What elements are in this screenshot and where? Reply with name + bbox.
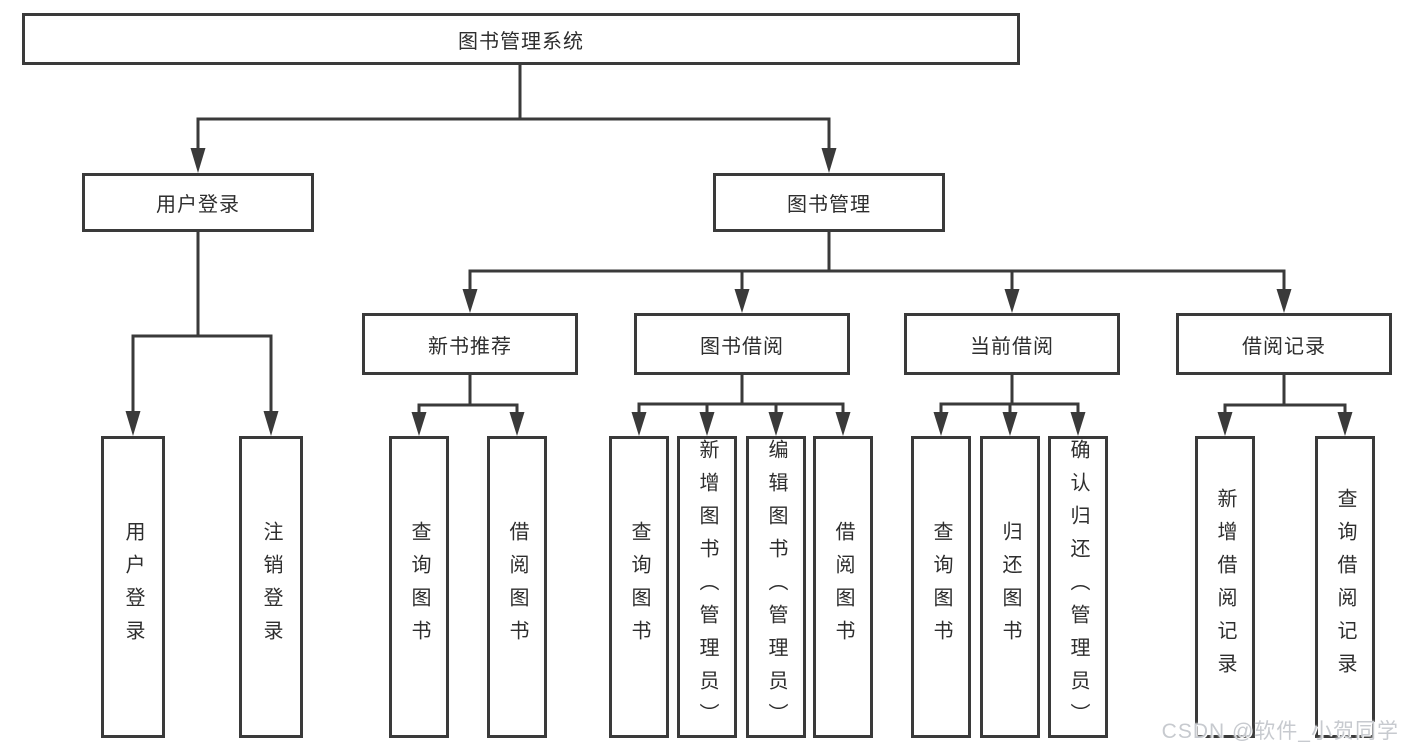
arrowhead-down-icon [1004, 289, 1020, 313]
node-label: 编辑图书（管理员） [765, 438, 787, 736]
node-label: 借阅图书 [506, 521, 528, 653]
node-label: 查询图书 [930, 521, 952, 653]
node-leaf-add-borrow-record: 新增借阅记录 [1195, 436, 1255, 738]
connector-record-group [1217, 375, 1353, 436]
node-user-login: 用户登录 [82, 173, 314, 232]
arrowhead-down-icon [411, 412, 427, 436]
node-label: 新增借阅记录 [1214, 488, 1236, 686]
connector-login-group [125, 232, 279, 436]
node-label: 查询图书 [628, 521, 650, 653]
arrowhead-down-icon [263, 411, 279, 436]
arrowhead-down-icon [835, 412, 851, 436]
arrowhead-down-icon [768, 412, 784, 436]
connector-borrow-group [631, 375, 851, 436]
connector-current-group [933, 375, 1086, 436]
arrowhead-down-icon [821, 148, 837, 173]
arrowhead-down-icon [1217, 412, 1233, 436]
arrowhead-down-icon [699, 412, 715, 436]
node-label: 借阅记录 [1242, 335, 1326, 358]
node-leaf-query-borrow-record: 查询借阅记录 [1315, 436, 1375, 738]
connector-manage-to-level3 [462, 232, 1292, 313]
node-leaf-confirm-return-admin: 确认归还（管理员） [1048, 436, 1108, 738]
node-label: 借阅图书 [832, 521, 854, 653]
node-current-borrow: 当前借阅 [904, 313, 1120, 375]
node-borrow-record: 借阅记录 [1176, 313, 1392, 375]
arrowhead-down-icon [1002, 412, 1018, 436]
node-leaf-edit-book-admin: 编辑图书（管理员） [746, 436, 806, 738]
node-label: 当前借阅 [970, 335, 1054, 358]
arrowhead-down-icon [1276, 289, 1292, 313]
node-new-book-recommend: 新书推荐 [362, 313, 578, 375]
node-label: 归还图书 [999, 521, 1021, 653]
arrowhead-down-icon [509, 412, 525, 436]
node-leaf-logout: 注销登录 [239, 436, 303, 738]
arrowhead-down-icon [933, 412, 949, 436]
node-library-system-root: 图书管理系统 [22, 13, 1020, 65]
node-leaf-return-book: 归还图书 [980, 436, 1040, 738]
node-label: 图书管理 [787, 194, 871, 216]
arrowhead-down-icon [734, 289, 750, 313]
arrowhead-down-icon [190, 148, 206, 173]
node-book-borrow: 图书借阅 [634, 313, 850, 375]
node-leaf-user-login: 用户登录 [101, 436, 165, 738]
node-label: 确认归还（管理员） [1067, 438, 1089, 736]
node-leaf-query-book-2: 查询图书 [609, 436, 669, 738]
node-leaf-borrow-book-2: 借阅图书 [813, 436, 873, 738]
node-label: 新增图书（管理员） [696, 438, 718, 736]
node-leaf-borrow-book-1: 借阅图书 [487, 436, 547, 738]
node-label: 查询借阅记录 [1334, 488, 1356, 686]
connector-root-to-level2 [190, 65, 837, 173]
arrowhead-down-icon [631, 412, 647, 436]
node-label: 注销登录 [260, 521, 282, 653]
node-label: 新书推荐 [428, 335, 512, 358]
arrowhead-down-icon [125, 411, 141, 436]
node-leaf-query-book-3: 查询图书 [911, 436, 971, 738]
connector-newbook-group [411, 375, 525, 436]
node-label: 查询图书 [408, 521, 430, 653]
arrowhead-down-icon [462, 289, 478, 313]
node-label: 图书借阅 [700, 335, 784, 358]
node-leaf-add-book-admin: 新增图书（管理员） [677, 436, 737, 738]
node-label: 用户登录 [156, 194, 240, 216]
arrowhead-down-icon [1070, 412, 1086, 436]
arrowhead-down-icon [1337, 412, 1353, 436]
node-label: 用户登录 [122, 521, 144, 653]
node-label: 图书管理系统 [458, 30, 584, 53]
node-leaf-query-book-1: 查询图书 [389, 436, 449, 738]
node-book-management: 图书管理 [713, 173, 945, 232]
